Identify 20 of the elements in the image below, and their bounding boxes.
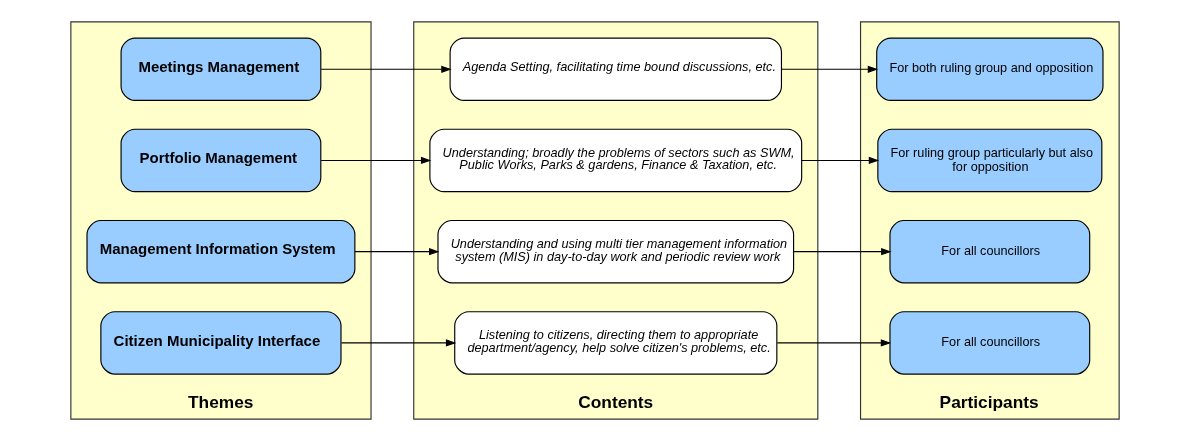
arrow (354, 248, 440, 256)
arrow (781, 65, 879, 73)
node-box: Meetings Management (120, 37, 322, 101)
node-box: Understanding; broadly the problems of sectors such as SWM, Public Works, Parks & gardens, Finance & Taxation, etc. (429, 128, 803, 193)
arrow (793, 248, 892, 256)
arrow (801, 156, 880, 165)
node-box: For all councillors (889, 219, 1091, 284)
node-box: Listening to citizens, directing them to appropriate department/agency, help solve citizen's problems, etc. (454, 311, 778, 375)
node-box: Portfolio Management (120, 128, 322, 193)
arrow (320, 65, 452, 73)
node-box: For ruling group particularly but also for opposition (877, 128, 1103, 193)
node-box: Agenda Setting, facilitating time bound discussions, etc. (449, 37, 783, 101)
node-box: For both ruling group and opposition (876, 37, 1104, 101)
node-box: Citizen Municipality Interface (100, 311, 342, 375)
node-box: Management Information System (86, 219, 356, 284)
arrow (340, 339, 457, 347)
arrow (320, 156, 432, 165)
arrow (776, 339, 892, 347)
node-box: For all councillors (889, 311, 1091, 375)
node-box: Understanding and using multi tier management information system (MIS) in day-to-day work and periodic review work (437, 219, 795, 284)
